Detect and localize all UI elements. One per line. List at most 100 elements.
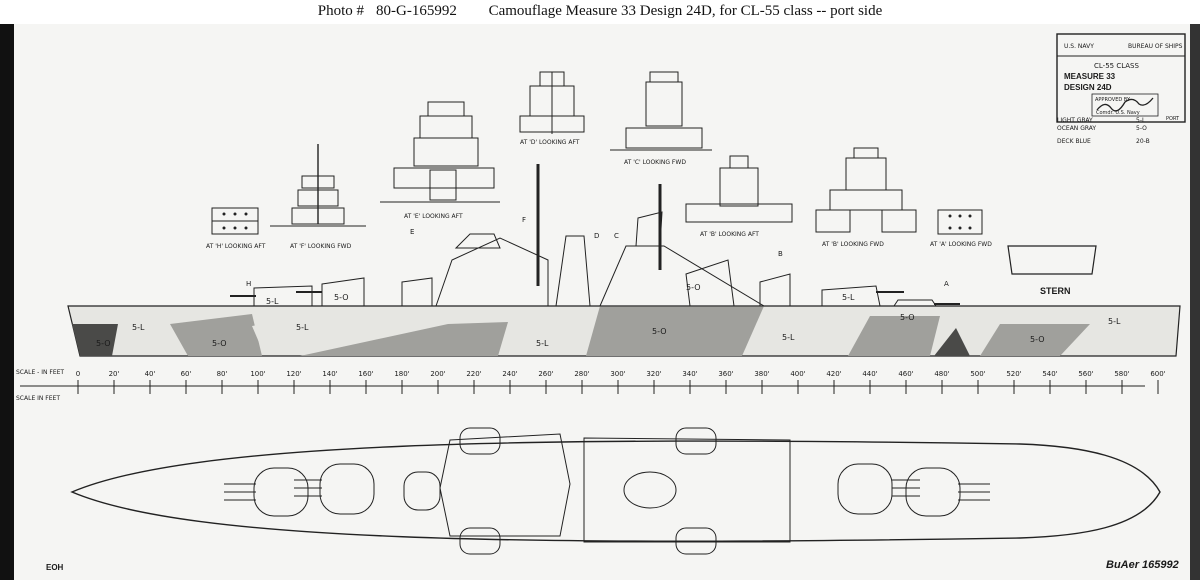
marker-e: E: [410, 228, 414, 236]
scale-tick-label: 240': [502, 370, 517, 378]
footer-initials: EOH: [46, 563, 64, 572]
plan-fwd-superstructure: [583, 437, 791, 543]
scale-tick-label: 560': [1078, 370, 1093, 378]
scale-tick-label: 120': [286, 370, 301, 378]
scale-tick-label: 100': [250, 370, 265, 378]
scale-tick-label: 320': [646, 370, 661, 378]
plan-turret-aft-1: [253, 467, 309, 517]
label-bow-5o: 5-O: [1030, 335, 1045, 344]
plan-view: [70, 427, 1161, 555]
scale-label-top: SCALE - IN FEET: [16, 369, 64, 376]
photo-number: 80-G-165992: [376, 3, 457, 19]
stern-view: STERN: [1007, 245, 1097, 296]
label-aft-5o: 5-O: [212, 339, 227, 348]
plan-hull-outline: [70, 440, 1161, 542]
scale-tick-label: 60': [181, 370, 192, 378]
footer-archive-number: BuAer 165992: [1106, 559, 1179, 571]
plan-turret-fwd-1: [837, 463, 893, 515]
legend-code-0: 5-L: [1136, 117, 1146, 124]
label-aft-5l: 5-L: [296, 323, 309, 332]
scale-tick-label: 500': [970, 370, 985, 378]
scale-tick-label: 160': [358, 370, 373, 378]
marker-c: C: [614, 232, 619, 240]
scale-tick-label: 400': [790, 370, 805, 378]
scale-tick-label: 80': [217, 370, 228, 378]
scale-tick-label: 340': [682, 370, 697, 378]
patch-aft-light: [252, 312, 340, 354]
signature-mark: [1096, 97, 1154, 112]
fwd-superstructure: [599, 245, 766, 307]
section-view-b-fwd: AT 'B' LOOKING FWD: [815, 147, 917, 248]
port-profile: 5-L 5-O 5-L 5-O 5-L 5-O 5-L 5-O 5-O 5-L …: [67, 164, 1181, 357]
section-view-h: AT 'H' LOOKING AFT: [206, 207, 266, 250]
aft-funnel: [555, 235, 591, 307]
view-label-e: AT 'E' LOOKING AFT: [404, 213, 463, 220]
title-block-org-left: U.S. NAVY: [1064, 43, 1094, 50]
scale-tick-label: 140': [322, 370, 337, 378]
label-stern-5l: 5-L: [132, 323, 145, 332]
label-bow-5l: 5-L: [1108, 317, 1121, 326]
scale-tick-label: 260': [538, 370, 553, 378]
marker-h: H: [246, 280, 251, 288]
scale-tick-label: 420': [826, 370, 841, 378]
scale-tick-label: 180': [394, 370, 409, 378]
title-block: U.S. NAVY BUREAU OF SHIPS CL-55 CLASS ME…: [1056, 33, 1186, 123]
view-label-h: AT 'H' LOOKING AFT: [206, 243, 266, 250]
label-turret-fwd-5l: 5-L: [842, 293, 855, 302]
scale-tick-label: 440': [862, 370, 877, 378]
legend-code-2: 20-B: [1136, 138, 1150, 145]
turret-fwd-housing: [759, 273, 791, 307]
view-label-c: AT 'C' LOOKING FWD: [624, 159, 686, 166]
scale-label-bottom: SCALE IN FEET: [16, 395, 60, 402]
scale-tick-label: 540': [1042, 370, 1057, 378]
label-turret-aft-5o: 5-O: [334, 293, 349, 302]
scale-tick-label: 300': [610, 370, 625, 378]
label-stern-5o: 5-O: [96, 339, 111, 348]
photo-label: Photo #: [317, 3, 365, 19]
plan-turret-fwd-2: [905, 467, 961, 517]
camouflage-drawing-sheet: U.S. NAVY BUREAU OF SHIPS CL-55 CLASS ME…: [0, 24, 1200, 580]
turret-fwd-second: [821, 285, 881, 307]
title-block-measure: MEASURE 33: [1064, 72, 1116, 81]
caption-title: Camouflage Measure 33 Design 24D, for CL…: [488, 3, 883, 19]
color-legend: LIGHT GRAY 5-L OCEAN GRAY 5-O DECK BLUE …: [1057, 117, 1150, 145]
title-block-org-right: BUREAU OF SHIPS: [1128, 43, 1183, 50]
view-label-b: AT 'B' LOOKING AFT: [700, 231, 759, 238]
plan-mount-aft-bottom: [459, 527, 501, 555]
scale-tick-label: 280': [574, 370, 589, 378]
view-label-stern: STERN: [1040, 286, 1071, 296]
turret-fwd-third: [893, 299, 937, 307]
patch-fwd-grey: [848, 316, 940, 356]
marker-d: D: [594, 232, 599, 240]
section-view-a: AT 'A' LOOKING FWD: [930, 209, 992, 248]
scale-tick-label: 600': [1150, 370, 1165, 378]
title-block-approved: APPROVED BY: [1095, 97, 1131, 103]
view-label-a: AT 'A' LOOKING FWD: [930, 241, 992, 248]
scale-tick-label: 480': [934, 370, 949, 378]
section-view-c: AT 'C' LOOKING FWD: [610, 71, 712, 166]
marker-b: B: [778, 250, 783, 258]
scale-tick-label: 380': [754, 370, 769, 378]
label-fwd-5l: 5-L: [782, 333, 795, 342]
patch-aft-mid: [170, 314, 262, 356]
label-mid-5l: 5-L: [536, 339, 549, 348]
patch-super-grey: [586, 306, 764, 356]
view-label-f: AT 'F' LOOKING FWD: [290, 243, 352, 250]
plan-funnel: [623, 471, 677, 509]
section-view-e: AT 'E' LOOKING AFT: [380, 101, 500, 220]
scale-tick-label: 20': [109, 370, 120, 378]
section-view-b: AT 'B' LOOKING AFT: [685, 155, 793, 238]
label-mid-5o: 5-O: [652, 327, 667, 336]
patch-bow-grey: [980, 324, 1090, 356]
title-block-design: DESIGN 24D: [1064, 83, 1112, 92]
turret-aft-third: [401, 277, 433, 307]
legend-name-2: DECK BLUE: [1057, 138, 1091, 145]
turret-aft-second: [321, 277, 365, 307]
plan-mount-fwd-bottom: [675, 527, 717, 555]
marker-f: F: [522, 216, 526, 224]
plan-aft-superstructure: [439, 433, 571, 537]
marker-a: A: [944, 280, 949, 288]
view-label-d: AT 'D' LOOKING AFT: [520, 139, 580, 146]
title-block-class: CL-55 CLASS: [1094, 62, 1140, 70]
